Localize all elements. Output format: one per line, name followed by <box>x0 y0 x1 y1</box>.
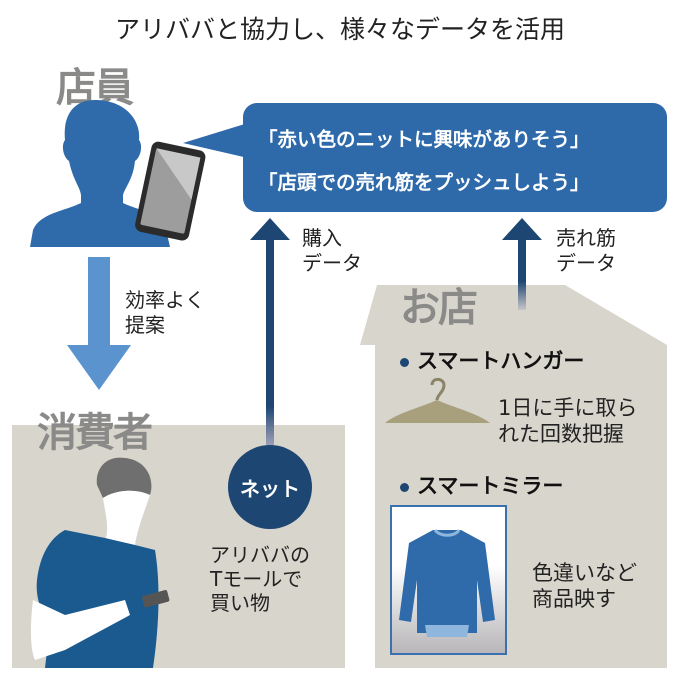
purchase-arrow-icon <box>250 218 290 448</box>
consumer-label: 消費者 <box>37 410 153 456</box>
suggest-label: 効率よく提案 <box>125 288 205 337</box>
mirror-desc: 色違いなど商品映す <box>532 561 637 611</box>
suggest-arrow-icon <box>67 257 131 390</box>
bullet-icon <box>400 482 409 492</box>
sweater-icon <box>399 528 495 637</box>
net-badge: ネット <box>228 445 312 529</box>
bubble-tail <box>183 123 248 158</box>
tablet-icon <box>135 141 206 241</box>
hanger-desc: 1日に手に取られた回数把握 <box>498 396 638 446</box>
bubble-line-2: 「店頭での売れ筋をプッシュしよう」 <box>258 171 590 194</box>
bullet-icon <box>400 357 409 367</box>
consumer-figure-icon <box>30 457 170 668</box>
bubble-line-1: 「赤い色のニットに興味がありそう」 <box>258 128 590 151</box>
staff-silhouette-icon <box>30 100 206 247</box>
purchase-data-label: 購入データ <box>302 226 362 275</box>
bestseller-data-label: 売れ筋データ <box>556 226 616 275</box>
title: アリババと協力し、様々なデータを活用 <box>114 15 565 44</box>
hanger-icon <box>385 377 490 423</box>
smart-mirror-title: スマートミラー <box>400 470 563 500</box>
speech-bubble <box>243 103 667 212</box>
store-label: お店 <box>400 285 478 331</box>
smart-hanger-title: スマートハンガー <box>400 345 584 375</box>
